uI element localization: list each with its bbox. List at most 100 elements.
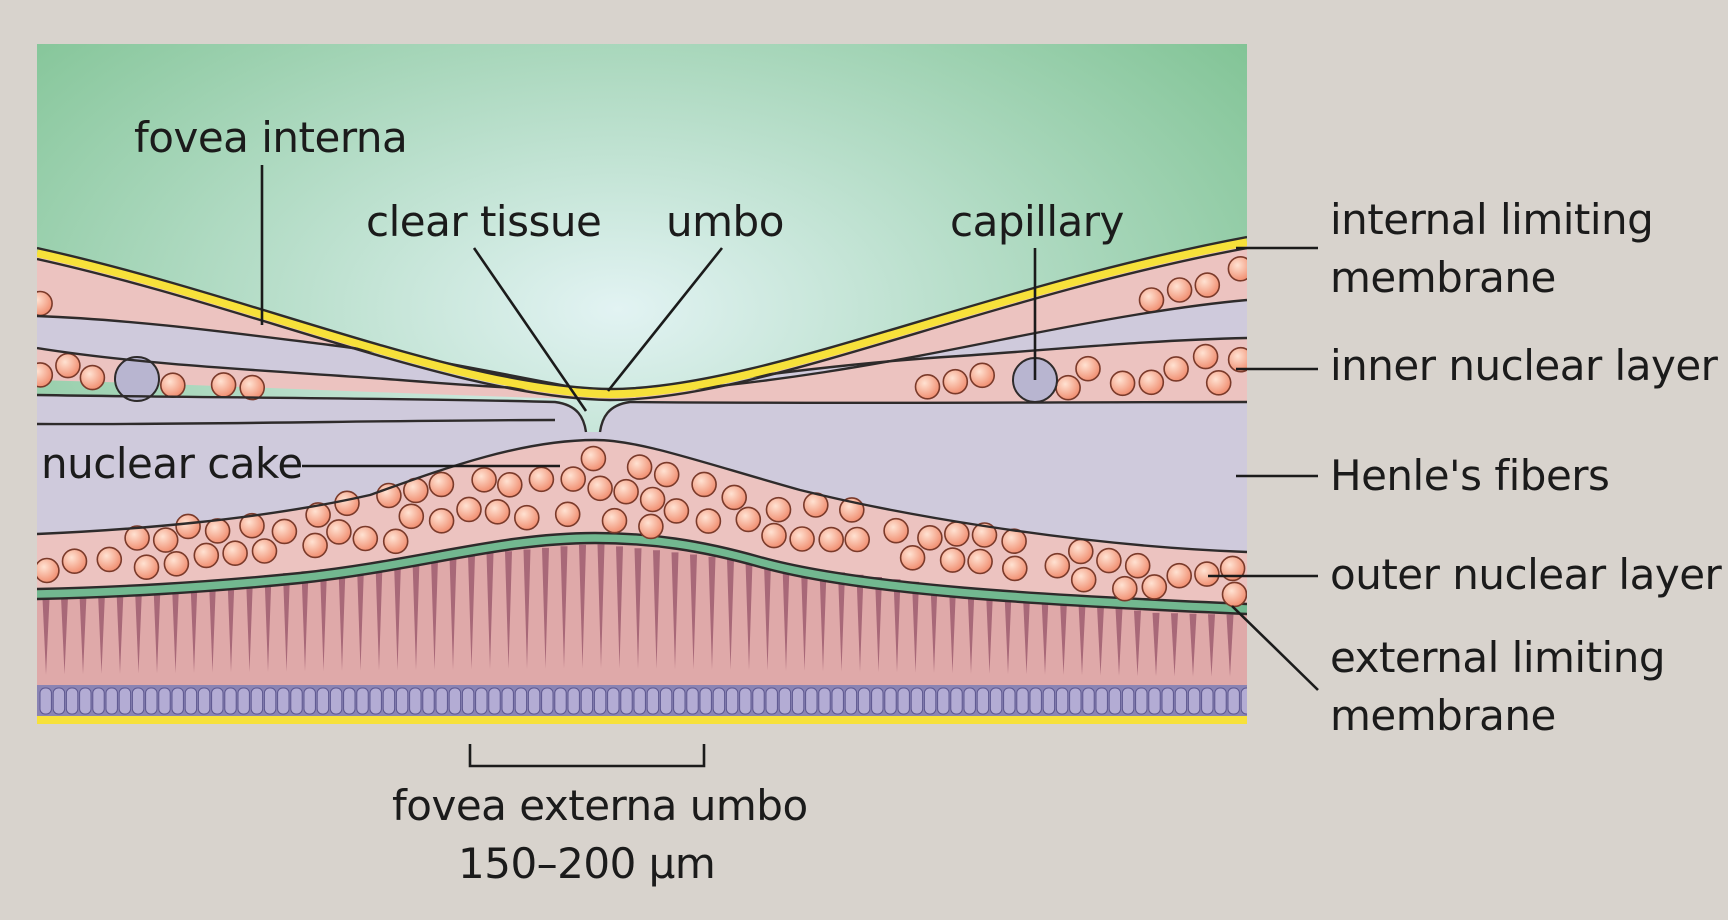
cone (967, 588, 975, 674)
cone (1041, 598, 1049, 675)
cone (690, 554, 697, 670)
rpe-cell (897, 687, 910, 715)
rpe-cell (950, 687, 963, 715)
rpe-cell (158, 687, 171, 715)
rpe-cell (1148, 687, 1161, 715)
cone (79, 594, 87, 675)
cone (283, 573, 290, 672)
rpe-cell (805, 687, 818, 715)
rpe-cell (263, 687, 277, 715)
nucleus-cell (528, 466, 555, 493)
rpe-cell (356, 687, 369, 715)
nucleus-cell (496, 471, 523, 498)
cone (523, 549, 531, 669)
rpe-cell (923, 687, 937, 715)
cone (227, 578, 235, 673)
cone (264, 575, 272, 672)
nucleus-cell (133, 554, 160, 581)
rpe-cell (752, 687, 765, 715)
rpe-cell (712, 687, 726, 715)
nucleus-cell (691, 471, 717, 498)
rpe-cell (52, 687, 66, 715)
rpe-cell (145, 687, 158, 715)
rpe-cell (541, 687, 554, 715)
rpe-cell (778, 687, 792, 715)
nucleus-cell (271, 518, 298, 545)
cone (375, 563, 383, 671)
cone (579, 544, 586, 669)
cone (782, 565, 790, 671)
cone (1023, 596, 1030, 675)
nucleus-cell (844, 526, 871, 553)
cone (301, 571, 309, 672)
rpe-cell (765, 687, 778, 715)
label-clear-tissue: clear tissue (366, 197, 601, 246)
cone (838, 572, 845, 672)
rpe-cell (739, 687, 752, 715)
cone (1097, 605, 1104, 676)
nucleus-cell (639, 486, 666, 513)
nucleus-cell (1070, 566, 1097, 593)
nucleus-cell (883, 517, 909, 544)
cone (505, 551, 512, 669)
cone (42, 598, 50, 675)
nucleus-cell (1068, 538, 1094, 565)
rpe-cell (620, 687, 633, 715)
nucleus-cell (638, 513, 664, 540)
cone (1171, 613, 1178, 677)
cone (1189, 613, 1197, 677)
rpe-cell (1227, 687, 1240, 715)
rpe-cell (593, 687, 607, 715)
rpe-cell (1174, 687, 1188, 715)
nucleus-cell (193, 542, 220, 569)
cone (542, 547, 549, 669)
rpe-cell (131, 687, 145, 715)
nucleus-cell (818, 526, 845, 553)
nucleus-cell (1219, 555, 1246, 582)
nucleus-cell (653, 461, 680, 488)
rpe-cell (1069, 687, 1082, 715)
cone (856, 574, 864, 672)
nucleus-cell (239, 512, 265, 539)
rpe-cell (567, 687, 580, 715)
nucleus-cell (1075, 355, 1101, 382)
nucleus-cell (580, 445, 607, 472)
label-outer-nuclear-layer: outer nuclear layer (1330, 550, 1723, 599)
rpe-cell (382, 687, 396, 715)
nucleus-cell (765, 496, 792, 523)
nucleus-cell (1001, 528, 1027, 555)
nucleus-cell (1124, 552, 1151, 579)
rpe-cell (699, 687, 712, 715)
nucleus-cell (626, 454, 653, 480)
rpe-cell (1135, 687, 1148, 715)
nucleus-cell (398, 503, 425, 530)
cone (653, 550, 660, 669)
nucleus-cell (789, 526, 815, 552)
rpe-cell (211, 687, 224, 715)
rpe-cell (1029, 687, 1042, 715)
photoreceptor-cones (42, 544, 1234, 677)
rpe-cell (197, 687, 211, 715)
nucleus-cell (513, 504, 540, 531)
nucleus-cell (1166, 562, 1192, 589)
cone (1134, 610, 1141, 677)
nucleus-cell (1001, 555, 1028, 582)
cone (172, 584, 179, 673)
rpe-cell (409, 687, 422, 715)
cone (153, 586, 161, 674)
cone (394, 561, 401, 671)
rpe-cell (1095, 687, 1108, 715)
rpe-cell (818, 687, 831, 715)
rpe-cell (1003, 687, 1016, 715)
rpe-cell (673, 687, 686, 715)
nucleus-cell (1192, 343, 1219, 370)
cone (320, 569, 327, 672)
cone (560, 546, 568, 669)
nucleus-cell (152, 527, 179, 553)
cone (431, 558, 438, 670)
rpe-cell (976, 687, 990, 715)
nucleus-cell (695, 508, 722, 534)
cone (671, 552, 679, 670)
rpe-cell (1055, 687, 1069, 715)
